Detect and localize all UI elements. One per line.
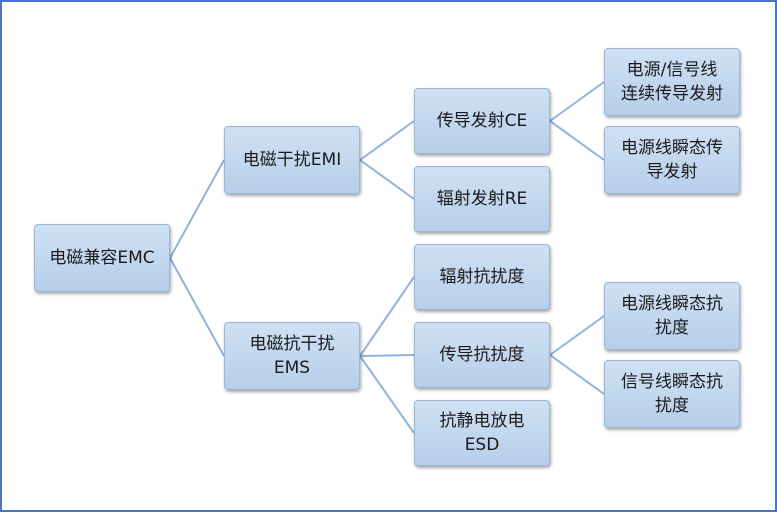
node-re: 辐射发射RE	[414, 166, 550, 232]
connector-emc-ems	[169, 257, 225, 357]
node-esd: 抗静电放电 ESD	[414, 400, 550, 466]
node-cs-signal-transient: 信号线瞬态抗 扰度	[604, 360, 740, 428]
node-rs: 辐射抗扰度	[414, 244, 550, 310]
connector-cs-cs_signal_transient	[549, 354, 605, 395]
node-cs-power-transient: 电源线瞬态抗 扰度	[604, 282, 740, 350]
connector-ems-rs	[359, 276, 415, 357]
node-ems: 电磁抗干扰 EMS	[224, 322, 360, 390]
connector-cs-cs_power_transient	[549, 315, 605, 356]
node-emc: 电磁兼容EMC	[34, 224, 170, 292]
connector-ce-ce_transient	[549, 120, 605, 161]
node-ce-signal: 电源/信号线 连续传导发射	[604, 48, 740, 116]
connector-emi-re	[359, 159, 415, 200]
node-cs: 传导抗扰度	[414, 322, 550, 388]
connector-ems-cs	[359, 354, 415, 357]
connector-ce-ce_signal	[549, 81, 605, 122]
connector-emi-ce	[359, 120, 415, 161]
connector-emc-emi	[169, 159, 225, 259]
node-emi: 电磁干扰EMI	[224, 126, 360, 194]
node-ce-transient: 电源线瞬态传 导发射	[604, 126, 740, 194]
connector-ems-esd	[359, 355, 415, 434]
node-ce: 传导发射CE	[414, 88, 550, 154]
